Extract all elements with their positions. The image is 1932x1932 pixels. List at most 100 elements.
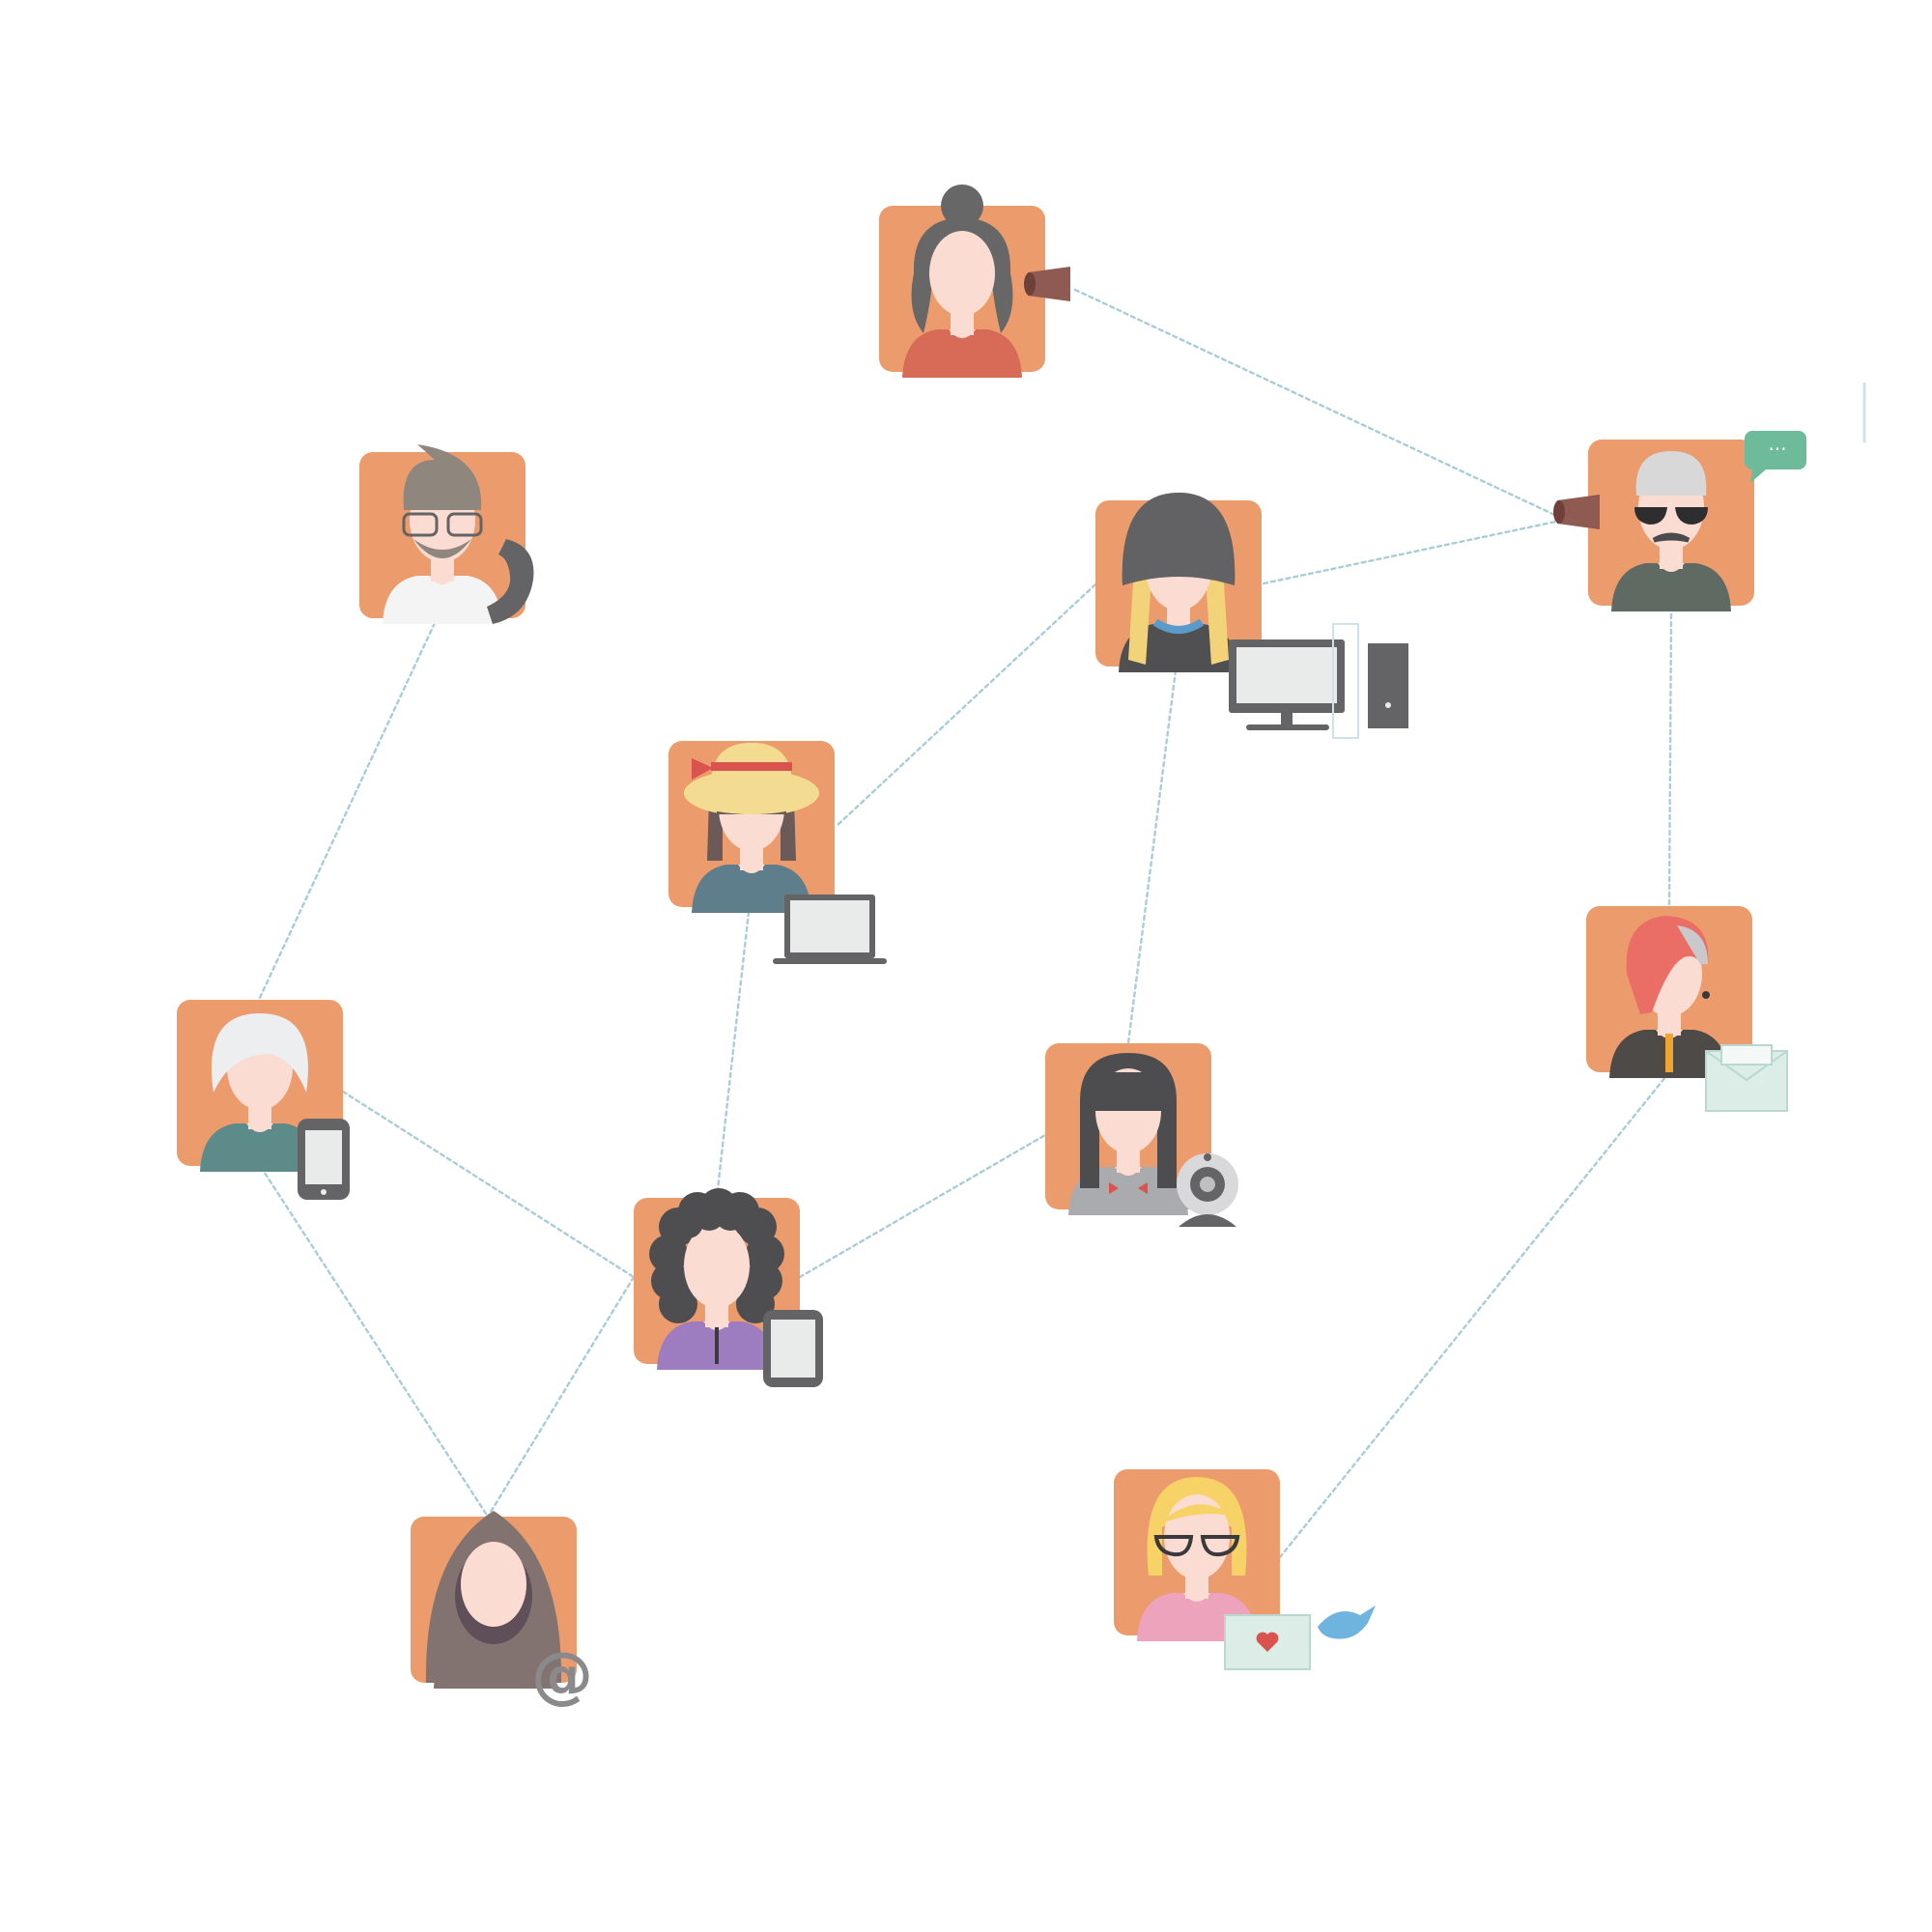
chat-bubble-icon: ···	[1745, 431, 1806, 483]
scarf	[1152, 618, 1205, 634]
shirt	[1119, 624, 1238, 672]
chat-dots: ···	[1768, 438, 1786, 461]
face	[929, 231, 995, 316]
love-letter-icon	[1224, 1614, 1311, 1670]
face	[461, 1542, 526, 1627]
shirt	[1611, 563, 1731, 611]
face	[684, 1223, 750, 1308]
bangs	[1160, 1504, 1236, 1523]
webcam-led	[1204, 1153, 1211, 1161]
avatar-person-hood[interactable]	[411, 1511, 577, 1689]
webcam-glass	[1200, 1177, 1215, 1192]
shirt	[692, 865, 811, 913]
cable-outline	[1332, 623, 1359, 739]
connection-line	[259, 1165, 490, 1519]
beanie-hat	[1122, 493, 1236, 585]
avatar-woman-beanie[interactable]	[1095, 493, 1262, 672]
avatar-woman-red-hair[interactable]	[1586, 906, 1752, 1078]
neckline	[246, 1123, 273, 1132]
hat-ribbon	[711, 762, 792, 771]
neckline	[949, 329, 976, 338]
bubble	[1745, 431, 1806, 483]
person-figure	[383, 444, 502, 624]
neckline	[1183, 1593, 1210, 1602]
phone-button	[321, 1189, 327, 1195]
monitor-screen	[1236, 647, 1337, 703]
letter-sheet	[1720, 1044, 1773, 1065]
person-figure	[1137, 1477, 1257, 1641]
avatar-man-curly-hair[interactable]	[634, 1188, 800, 1370]
person-figure	[684, 743, 819, 913]
earring	[1702, 991, 1710, 999]
connection-links	[257, 288, 1673, 1559]
hair-curl	[694, 1200, 724, 1231]
connection-line	[257, 621, 437, 1002]
telephone-handset-icon	[487, 539, 534, 624]
hair	[1147, 1477, 1247, 1576]
envelope-flap	[1705, 1050, 1788, 1082]
connection-line	[1278, 1070, 1671, 1559]
cup-rim	[1024, 272, 1036, 296]
laptop-base	[773, 958, 887, 964]
handset	[487, 539, 534, 624]
person-figure	[1068, 1053, 1188, 1215]
connection-line	[835, 582, 1097, 828]
person-figure	[902, 185, 1022, 378]
smartphone-icon	[298, 1119, 350, 1200]
hat-bow	[692, 758, 713, 780]
webcam-stand	[1179, 1214, 1236, 1227]
connection-line	[715, 910, 751, 1200]
avatar-woman-updo[interactable]	[879, 185, 1045, 378]
shirt	[200, 1123, 320, 1172]
phone-screen	[305, 1130, 342, 1184]
hair-curl	[734, 1208, 765, 1238]
tie	[1665, 1034, 1673, 1072]
hair	[403, 444, 482, 510]
connection-line	[486, 1275, 636, 1519]
mustache	[1652, 532, 1690, 543]
hair-overlay	[684, 743, 819, 814]
shaved-side	[1677, 925, 1708, 964]
pc-tower	[1368, 643, 1408, 728]
decorations: ··· @	[298, 267, 1866, 1712]
avatar-woman-long-black-hair[interactable]	[1045, 1043, 1211, 1215]
avatar-man-glasses[interactable]	[359, 444, 526, 624]
shirt	[902, 329, 1022, 378]
person-figure	[1609, 916, 1729, 1078]
connection-line	[341, 1090, 636, 1279]
connection-line	[1262, 518, 1567, 585]
hair-overlay	[672, 1200, 765, 1238]
bangs	[1095, 1072, 1161, 1111]
desktop-computer-icon	[1229, 623, 1408, 739]
person-figure	[200, 1013, 320, 1172]
monitor-base	[1246, 724, 1329, 730]
at-sign-icon: @	[531, 1640, 593, 1712]
bow-tie	[1109, 1182, 1148, 1194]
pc-power-led	[1385, 702, 1391, 708]
webcam-icon	[1177, 1153, 1238, 1227]
avatar-man-sunglasses[interactable]	[1588, 440, 1754, 611]
cup-body	[1557, 495, 1600, 529]
person-nodes	[177, 185, 1754, 1689]
neckline	[429, 576, 456, 584]
avatar-girl-straw-hat[interactable]	[668, 741, 835, 913]
connection-line	[798, 1133, 1047, 1279]
neckline	[1115, 1167, 1142, 1176]
hair-overlay	[1095, 1072, 1161, 1111]
glasses-right	[446, 512, 483, 537]
cat-eye-glasses	[1153, 1535, 1240, 1557]
glasses-left	[402, 512, 439, 537]
hair	[1635, 451, 1707, 496]
email-envelope-icon	[1705, 1044, 1788, 1112]
neckline	[703, 1321, 730, 1330]
shirt	[383, 576, 502, 624]
sunglasses	[1634, 507, 1708, 525]
person-figure	[425, 1511, 562, 1689]
avatar-woman-blonde-glasses[interactable]	[1114, 1469, 1280, 1641]
tablet-icon	[763, 1310, 823, 1387]
person-figure	[1119, 493, 1238, 672]
connection-line	[1667, 612, 1673, 908]
person-figure	[649, 1188, 784, 1370]
person-figure	[1611, 451, 1731, 611]
beard	[413, 539, 471, 558]
